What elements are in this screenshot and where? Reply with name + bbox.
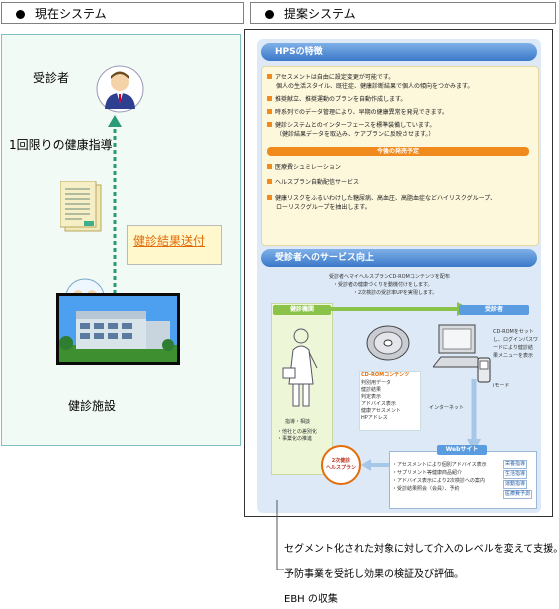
facility-box-label: 健診機関 [273, 305, 331, 315]
future-point: 医療費シュミレーション [267, 164, 341, 172]
patient-note: し、ログインパスワ [493, 337, 539, 343]
patient-box-label: 受診者 [459, 305, 529, 315]
internet-label: インターネット [429, 405, 465, 411]
patient-avatar [96, 65, 144, 113]
hps-point: 推奨献立、推奨運動のプランを自動作成します。 [267, 96, 406, 104]
web-button: 栄養指導 [503, 460, 528, 469]
send-results-label: 健診結果送付 [133, 234, 206, 248]
bullet-dot [265, 10, 274, 19]
cd-rom-icon [366, 325, 410, 361]
service-intro-line: 受診者へマイヘルスプランCD-ROMコンテンツを配布 [329, 274, 450, 280]
cd-item: HPアドレス [361, 415, 388, 421]
health-plan-label: 2次健診 ヘルスプラン [325, 458, 356, 471]
internet-arrow [467, 379, 481, 453]
hps-title-bar: HPSの特徴 [261, 43, 537, 61]
cd-item: 健康アセスメント [361, 408, 401, 414]
document-icon [60, 181, 102, 232]
proposed-system-header: 提案システム [250, 2, 556, 24]
future-title-bar: 今後の発売予定 [267, 147, 529, 156]
service-title-bar: 受診者へのサービス向上 [261, 249, 537, 267]
patient-note: CD-ROMをセット [493, 329, 534, 335]
cd-item: 判別用データ [361, 380, 392, 386]
hps-point: 時系列でのデータ管理により、早期の健康異常を発見できます。 [267, 109, 448, 117]
staff-figure-icon [282, 328, 318, 407]
note-line: 予防事業を受託し効果の検証及び評価。 [284, 569, 464, 580]
send-results-box: 健診結果送付 [127, 225, 222, 265]
service-intro-line: ・受診者の健康づくりを動機付けをします。 [333, 282, 433, 288]
web-item: ・受診結果照会（会員）、予約 [392, 486, 460, 492]
proposed-system-panel: HPSの特徴 アセスメントは自由に設定変更が可能です。 個人の生活スタイル、既往… [244, 29, 553, 517]
hps-features-box [261, 66, 539, 246]
hps-point: アセスメントは自由に設定変更が可能です。 [267, 74, 394, 82]
service-intro-line: ・2次検診の受診率UPを実現します。 [353, 290, 438, 296]
web-item: ・サプリメント等健康商品紹介 [392, 470, 463, 476]
hps-brochure: HPSの特徴 アセスメントは自由に設定変更が可能です。 個人の生活スタイル、既往… [257, 39, 541, 513]
bullet-dot [16, 10, 25, 19]
patient-label: 受診者 [33, 71, 70, 85]
cd-contents-box [359, 371, 421, 431]
computer-icon [433, 324, 485, 368]
note-line: セグメント化された対象に対して介入のレベルを変えて支援。 [284, 544, 559, 555]
callout-line [276, 500, 284, 570]
current-system-panel: 受診者 1回限りの健康指導 健診結果送付 [1, 34, 241, 446]
facility-note: ・他社との差別化 [277, 429, 317, 435]
health-plan-badge: 2次健診 ヘルスプラン [321, 445, 361, 485]
future-point: ヘルスプラン自動配信サービス [267, 179, 359, 187]
dotted-arrow-up [108, 115, 122, 320]
website-label: Webサイト [437, 445, 487, 455]
hps-point: 個人の生活スタイル、既往症、健康診断結果で個人の傾向をつかみます。 [276, 83, 474, 90]
cd-contents-title: CD-ROMコンテンツ [361, 372, 410, 378]
patient-note: ードにより健診結 [493, 345, 533, 351]
facility-building-image [56, 293, 180, 365]
facility-label: 健診施設 [68, 399, 117, 413]
mobile-phone-icon [477, 357, 491, 383]
cd-item: 判定表示 [361, 394, 382, 400]
guidance-label: 1回限りの健康指導 [9, 138, 113, 152]
web-item: ・アドバイス表示により2次検診への案内 [392, 478, 485, 484]
future-point: ローリスクグループを抽出します。 [276, 204, 371, 211]
current-system-header: 現在システム [1, 2, 244, 24]
web-button: 生活指導 [503, 470, 528, 479]
facility-column [271, 303, 333, 475]
imode-label: iモード [493, 383, 510, 389]
current-system-title: 現在システム [35, 7, 107, 21]
hps-point: 健診システムとのインターフェースを標準装備しています。 [267, 122, 435, 130]
proposed-system-title: 提案システム [284, 7, 356, 21]
facility-note: 指導・相談 [285, 419, 311, 425]
web-button: 医療費予測 [503, 490, 533, 499]
future-point: 健康リスクをふるいわけした糖尿病、高血圧、高脂血症などハイリスクグループ、 [267, 195, 496, 203]
cd-item: 健診結果 [361, 387, 382, 393]
cd-item: アドバイス表示 [361, 401, 396, 407]
web-button: 運動指導 [503, 480, 528, 489]
hps-point: （健診結果データを取込み、ケアプランに反映させます。） [276, 131, 435, 138]
plan-arrow [361, 459, 389, 471]
patient-note: 果メニューを表示 [493, 353, 534, 359]
facility-note: ・事業化の推進 [277, 436, 313, 442]
web-item: ・アセスメントにより個別アドバイス表示 [392, 462, 487, 468]
note-line: EBH の収集 [284, 594, 338, 605]
